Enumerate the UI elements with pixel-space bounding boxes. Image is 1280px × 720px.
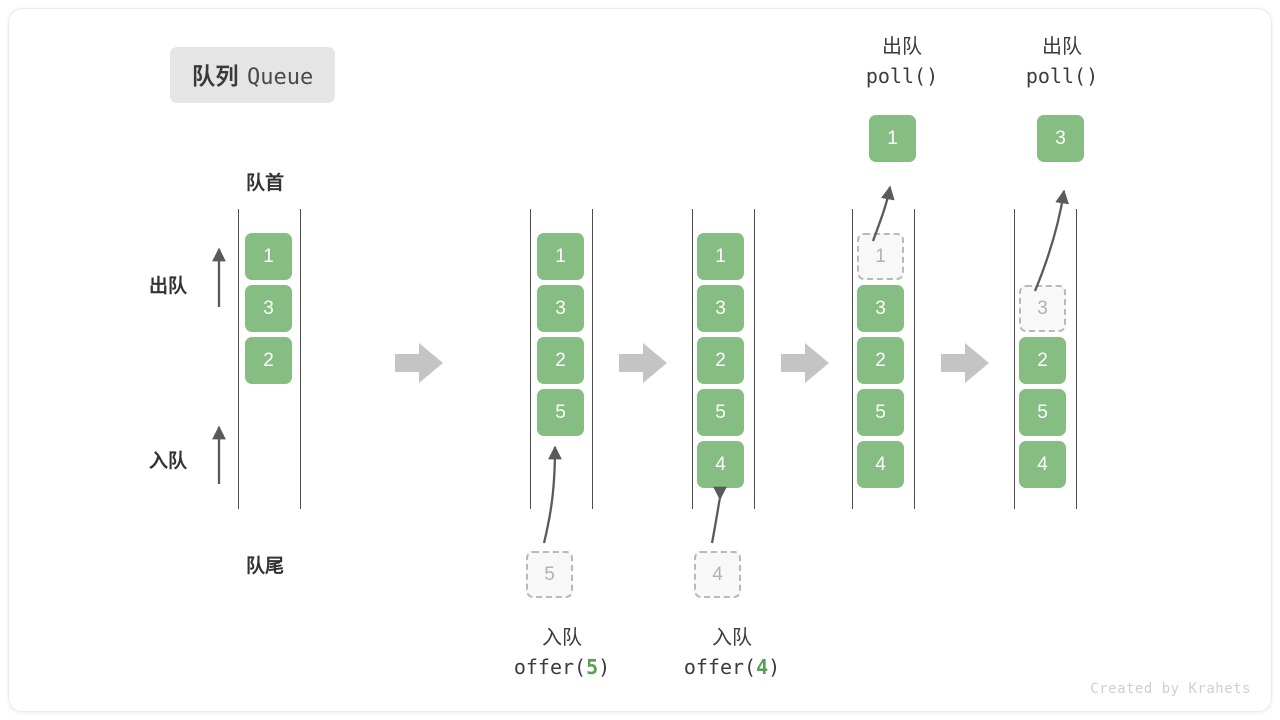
transition-arrow-4	[941, 343, 989, 383]
operation-cn: 入队	[542, 627, 582, 649]
queue-rail-right-4	[914, 209, 915, 509]
transition-arrow-2	[619, 343, 667, 383]
operation-cn: 入队	[712, 627, 752, 649]
queue-cell: 5	[537, 389, 584, 436]
watermark: Created by Krahets	[1090, 681, 1251, 697]
queue-cell-ghost: 3	[1019, 285, 1066, 332]
queue-cell: 2	[857, 337, 904, 384]
operation-fn: offer(	[683, 655, 757, 679]
queue-cell-ghost: 1	[857, 233, 904, 280]
transition-arrow-1	[395, 343, 443, 383]
operation-fn: poll()	[1025, 64, 1099, 88]
queue-rail-left-3	[692, 209, 693, 509]
queue-rail-right-2	[592, 209, 593, 509]
operation-code: poll()	[1017, 62, 1107, 91]
operation-label-offer-4: 入队 offer(4)	[673, 624, 791, 682]
arrow-overlay	[212, 185, 1069, 544]
queue-cell: 2	[697, 337, 744, 384]
label-enqueue-direction: 入队	[149, 451, 188, 472]
queue-rail-left-5	[1014, 209, 1015, 509]
queue-cell-ghost: 4	[694, 551, 741, 598]
operation-cn: 出队	[882, 36, 922, 58]
operation-label-poll-1: 出队 poll()	[857, 33, 947, 91]
label-dequeue-direction: 出队	[149, 276, 188, 297]
queue-cell: 2	[1019, 337, 1066, 384]
operation-code: offer(4)	[673, 653, 791, 682]
operation-label-poll-2: 出队 poll()	[1017, 33, 1107, 91]
queue-cell: 3	[697, 285, 744, 332]
queue-rail-left-4	[852, 209, 853, 509]
queue-cell: 5	[857, 389, 904, 436]
operation-fn: offer(	[513, 655, 587, 679]
queue-cell: 4	[857, 441, 904, 488]
queue-cell: 2	[245, 337, 292, 384]
operation-label-offer-5: 入队 offer(5)	[503, 624, 621, 682]
queue-cell: 5	[697, 389, 744, 436]
queue-cell: 4	[1019, 441, 1066, 488]
popped-value-box: 1	[869, 115, 916, 162]
queue-cell: 4	[697, 441, 744, 488]
title-en: Queue	[247, 65, 314, 90]
queue-rail-right-3	[754, 209, 755, 509]
operation-cn: 出队	[1042, 36, 1082, 58]
queue-cell: 3	[245, 285, 292, 332]
label-rear: 队尾	[246, 556, 285, 577]
operation-arg: 4	[756, 655, 769, 679]
queue-cell: 3	[857, 285, 904, 332]
queue-cell: 2	[537, 337, 584, 384]
enqueue-insert-arrow-5	[542, 445, 562, 544]
title-cn: 队列	[192, 63, 239, 89]
queue-rail-left-2	[530, 209, 531, 509]
enqueue-insert-arrow-4	[710, 486, 727, 544]
queue-cell: 5	[1019, 389, 1066, 436]
operation-fn-close: )	[598, 655, 611, 679]
queue-rail-right-1	[300, 209, 301, 509]
operation-code: offer(5)	[503, 653, 621, 682]
queue-cell: 1	[537, 233, 584, 280]
popped-value-box: 3	[1037, 115, 1084, 162]
diagram-title-badge: 队列 Queue	[170, 47, 336, 103]
queue-cell: 3	[537, 285, 584, 332]
queue-rail-right-5	[1076, 209, 1077, 509]
queue-cell: 1	[245, 233, 292, 280]
operation-arg: 5	[586, 655, 599, 679]
transition-arrow-3	[781, 343, 829, 383]
operation-fn: poll()	[865, 64, 939, 88]
queue-rail-left-1	[238, 209, 239, 509]
operation-fn-close: )	[768, 655, 781, 679]
label-front: 队首	[246, 173, 285, 194]
queue-cell-ghost: 5	[526, 551, 573, 598]
dequeue-pop-arrow-3	[1033, 189, 1069, 292]
operation-code: poll()	[857, 62, 947, 91]
queue-cell: 1	[697, 233, 744, 280]
